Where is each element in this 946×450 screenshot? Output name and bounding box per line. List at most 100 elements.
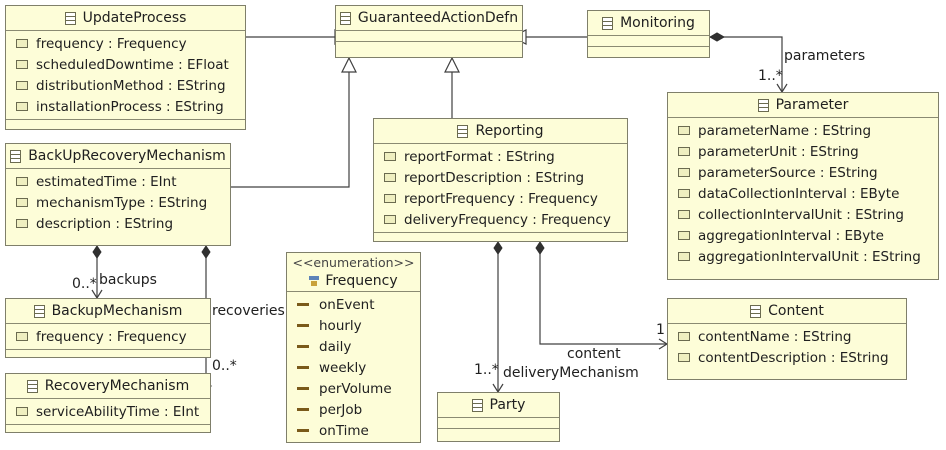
attribute-row[interactable]: contentName : EString	[668, 326, 906, 347]
operations-compartment	[6, 424, 210, 437]
generalization-arrowhead-reporting	[444, 56, 460, 73]
attribute-icon	[16, 332, 28, 341]
class-icon	[757, 98, 769, 112]
enum-literal[interactable]: onEvent	[287, 294, 420, 315]
attribute-row[interactable]: serviceAbilityTime : EInt	[6, 401, 210, 422]
attribute-row[interactable]: parameterSource : EString	[668, 162, 938, 183]
attribute-label: frequency : Frequency	[36, 328, 187, 345]
class-name: BackupMechanism	[51, 303, 183, 319]
attribute-label: dataCollectionInterval : EByte	[698, 185, 900, 202]
attribute-icon	[678, 210, 690, 219]
attribute-icon	[384, 215, 396, 224]
attribute-label: reportDescription : EString	[404, 169, 585, 186]
generalization-backuprecovery	[231, 58, 350, 188]
attribute-label: installationProcess : EString	[36, 98, 224, 115]
attribute-label: scheduledDowntime : EFloat	[36, 56, 229, 73]
attribute-row[interactable]: dataCollectionInterval : EByte	[668, 183, 938, 204]
enum-literal[interactable]: perVolume	[287, 378, 420, 399]
class-parameter[interactable]: Parameter parameterName : EString parame…	[667, 92, 939, 280]
composition-content	[539, 242, 667, 345]
operations-compartment	[6, 119, 245, 132]
attribute-row[interactable]: reportFormat : EString	[374, 146, 627, 167]
composition-diamond-content	[535, 241, 545, 255]
attribute-row[interactable]: frequency : Frequency	[6, 326, 210, 347]
attributes-compartment	[336, 31, 522, 42]
enum-literal[interactable]: weekly	[287, 357, 420, 378]
attribute-icon	[384, 152, 396, 161]
multiplicity-parameters: 1..*	[758, 68, 783, 84]
class-guaranteedactiondefn[interactable]: GuaranteedActionDefn	[335, 5, 523, 58]
class-recoverymechanism[interactable]: RecoveryMechanism serviceAbilityTime : E…	[5, 373, 211, 433]
attribute-list: serviceAbilityTime : EInt	[6, 399, 210, 424]
literal-icon	[297, 429, 309, 432]
class-backuprecoverymechanism[interactable]: BackUpRecoveryMechanism estimatedTime : …	[5, 143, 231, 246]
attribute-label: collectionIntervalUnit : EString	[698, 206, 904, 223]
class-icon	[26, 379, 38, 393]
class-header: Parameter	[668, 93, 938, 118]
generalization-arrowhead-backuprecovery	[341, 56, 357, 73]
attribute-label: deliveryFrequency : Frequency	[404, 211, 611, 228]
literal-icon	[297, 345, 309, 348]
attribute-row[interactable]: parameterName : EString	[668, 120, 938, 141]
enum-literal[interactable]: perJob	[287, 399, 420, 420]
class-reporting[interactable]: Reporting reportFormat : EString reportD…	[373, 118, 628, 242]
enum-literal[interactable]: onTime	[287, 420, 420, 441]
class-party[interactable]: Party	[437, 392, 560, 442]
enum-literal[interactable]: daily	[287, 336, 420, 357]
composition-diamond-recoveries	[201, 245, 211, 259]
literal-icon	[297, 324, 309, 327]
class-icon	[64, 11, 76, 25]
class-icon	[602, 16, 614, 30]
class-monitoring[interactable]: Monitoring	[587, 10, 710, 58]
class-content[interactable]: Content contentName : EString contentDes…	[667, 298, 907, 380]
enumeration-stereotype: <<enumeration>>	[292, 254, 415, 270]
enumeration-frequency[interactable]: <<enumeration>> Frequency onEvent hourly…	[286, 252, 421, 443]
attribute-row[interactable]: reportFrequency : Frequency	[374, 188, 627, 209]
class-header: BackupMechanism	[6, 299, 210, 324]
literal-label: onTime	[319, 422, 369, 439]
literal-list: onEvent hourly daily weekly perVolume pe…	[287, 292, 420, 443]
attribute-row[interactable]: estimatedTime : EInt	[6, 171, 230, 192]
attribute-row[interactable]: deliveryFrequency : Frequency	[374, 209, 627, 230]
attribute-icon	[678, 126, 690, 135]
attribute-label: estimatedTime : EInt	[36, 173, 177, 190]
attribute-icon	[16, 39, 28, 48]
attributes-compartment	[588, 36, 709, 47]
class-name: Reporting	[475, 123, 544, 139]
attribute-row[interactable]: scheduledDowntime : EFloat	[6, 54, 245, 75]
composition-parameters	[710, 36, 783, 92]
class-backupmechanism[interactable]: BackupMechanism frequency : Frequency	[5, 298, 211, 358]
literal-label: hourly	[319, 317, 362, 334]
attribute-list: frequency : Frequency	[6, 324, 210, 349]
attribute-icon	[678, 231, 690, 240]
enum-literal[interactable]: hourly	[287, 315, 420, 336]
class-header: Party	[438, 393, 559, 418]
attribute-row[interactable]: mechanismType : EString	[6, 192, 230, 213]
attribute-row[interactable]: aggregationInterval : EByte	[668, 225, 938, 246]
attribute-label: aggregationIntervalUnit : EString	[698, 248, 921, 265]
literal-icon	[297, 387, 309, 390]
role-label-delivery: deliveryMechanism	[503, 365, 639, 381]
attribute-row[interactable]: collectionIntervalUnit : EString	[668, 204, 938, 225]
attribute-icon	[16, 102, 28, 111]
composition-diamond-delivery	[493, 241, 503, 255]
attribute-label: parameterUnit : EString	[698, 143, 859, 160]
attributes-compartment	[438, 418, 559, 429]
class-updateprocess[interactable]: UpdateProcess frequency : Frequency sche…	[5, 5, 246, 130]
enumeration-name: Frequency	[325, 273, 398, 289]
literal-label: daily	[319, 338, 352, 355]
attribute-label: contentDescription : EString	[698, 349, 889, 366]
literal-label: perJob	[319, 401, 363, 418]
attribute-row[interactable]: frequency : Frequency	[6, 33, 245, 54]
attribute-row[interactable]: contentDescription : EString	[668, 347, 906, 368]
attribute-row[interactable]: description : EString	[6, 213, 230, 234]
attribute-row[interactable]: reportDescription : EString	[374, 167, 627, 188]
attribute-list: parameterName : EString parameterUnit : …	[668, 118, 938, 269]
attribute-row[interactable]: installationProcess : EString	[6, 96, 245, 117]
class-header: GuaranteedActionDefn	[336, 6, 522, 31]
attribute-row[interactable]: distributionMethod : EString	[6, 75, 245, 96]
attribute-row[interactable]: aggregationIntervalUnit : EString	[668, 246, 938, 267]
literal-icon	[297, 303, 309, 306]
attribute-list: frequency : Frequency scheduledDowntime …	[6, 31, 245, 119]
attribute-row[interactable]: parameterUnit : EString	[668, 141, 938, 162]
